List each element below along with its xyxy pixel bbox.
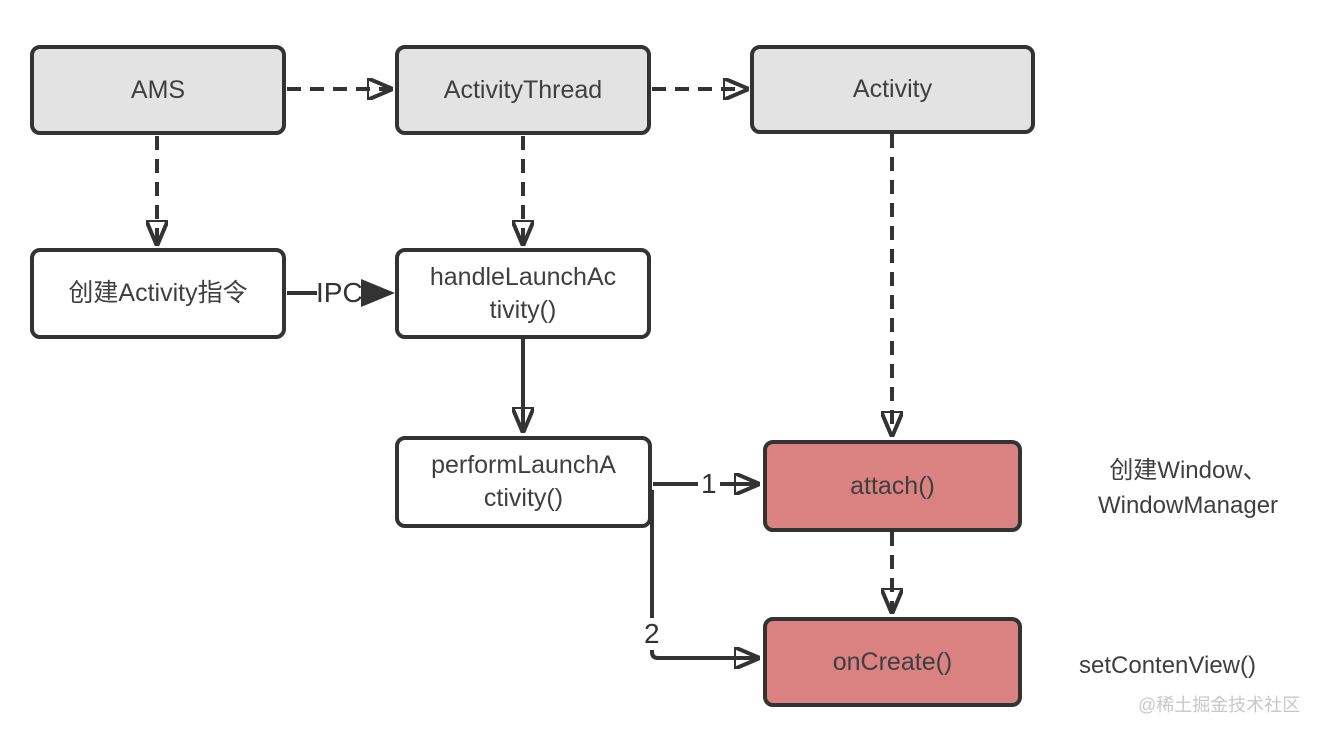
node-on-create-label: onCreate() bbox=[832, 647, 953, 676]
node-handle-launch-activity: handleLaunchAc tivity() bbox=[395, 248, 651, 339]
node-attach-label: attach() bbox=[850, 471, 935, 500]
node-activity-label: Activity bbox=[852, 75, 933, 103]
node-ams: AMS bbox=[30, 45, 286, 135]
ipc-arrowhead bbox=[361, 279, 395, 307]
watermark: @稀土掘金技术社区 bbox=[1138, 695, 1301, 715]
node-on-create: onCreate() bbox=[763, 617, 1022, 707]
node-perform-launch-activity-label: performLaunchA ctivity() bbox=[431, 451, 616, 512]
attach-annotation: 创建Window、 WindowManager bbox=[1097, 457, 1279, 519]
branch-2-label: 2 bbox=[641, 618, 663, 650]
arrow-branch2-to-oncreate bbox=[650, 490, 757, 658]
node-handle-launch-activity-label: handleLaunchAc tivity() bbox=[429, 262, 617, 324]
node-create-activity-command: 创建Activity指令 bbox=[30, 248, 286, 339]
node-create-activity-command-label: 创建Activity指令 bbox=[68, 279, 248, 307]
node-ams-label: AMS bbox=[130, 75, 186, 104]
branch-1-label: 1 bbox=[698, 468, 720, 500]
node-activity-thread: ActivityThread bbox=[395, 45, 651, 135]
ipc-label: IPC bbox=[316, 277, 363, 308]
node-perform-launch-activity: performLaunchA ctivity() bbox=[395, 436, 652, 528]
node-activity: Activity bbox=[750, 45, 1035, 134]
node-activity-thread-label: ActivityThread bbox=[443, 75, 603, 104]
on-create-annotation: setContenView() bbox=[1079, 652, 1256, 679]
node-attach: attach() bbox=[763, 440, 1022, 532]
